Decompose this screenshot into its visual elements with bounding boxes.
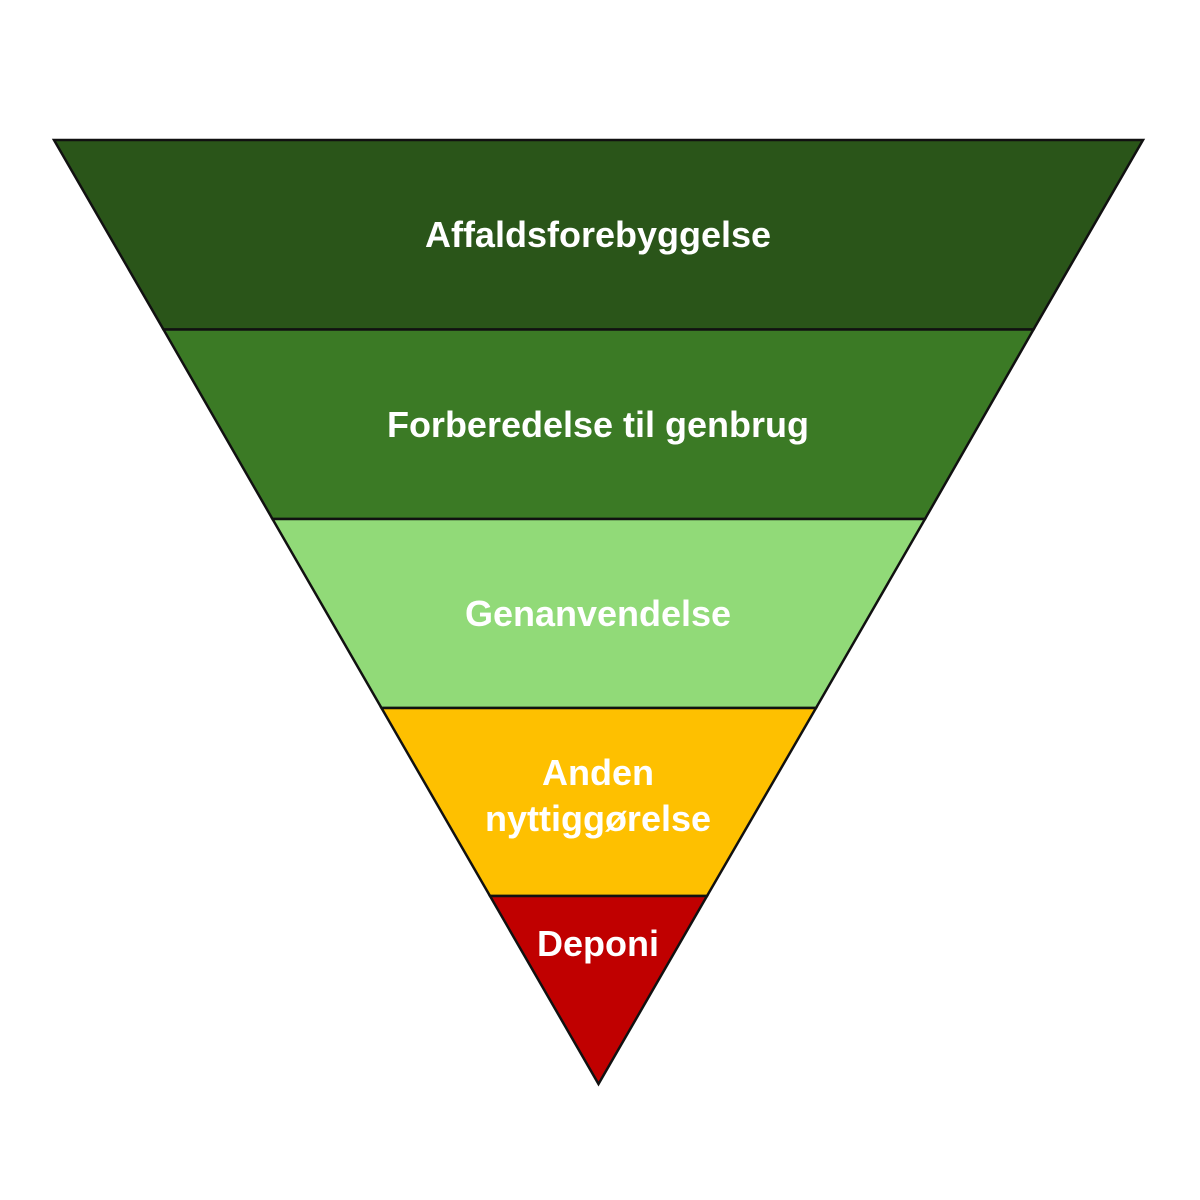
tier-deponi [487,894,710,1087]
tier-label-genanvendelse: Genanvendelse [465,593,731,634]
tier-label-anden: Anden [542,752,654,793]
tier-label-forberedelse-til-genbrug: Forberedelse til genbrug [387,404,809,445]
tier-label-nyttiggoerelse: nyttiggørelse [485,798,711,839]
tier-label-affaldsforebyggelse: Affaldsforebyggelse [425,214,771,255]
tier-label-deponi: Deponi [537,923,659,964]
